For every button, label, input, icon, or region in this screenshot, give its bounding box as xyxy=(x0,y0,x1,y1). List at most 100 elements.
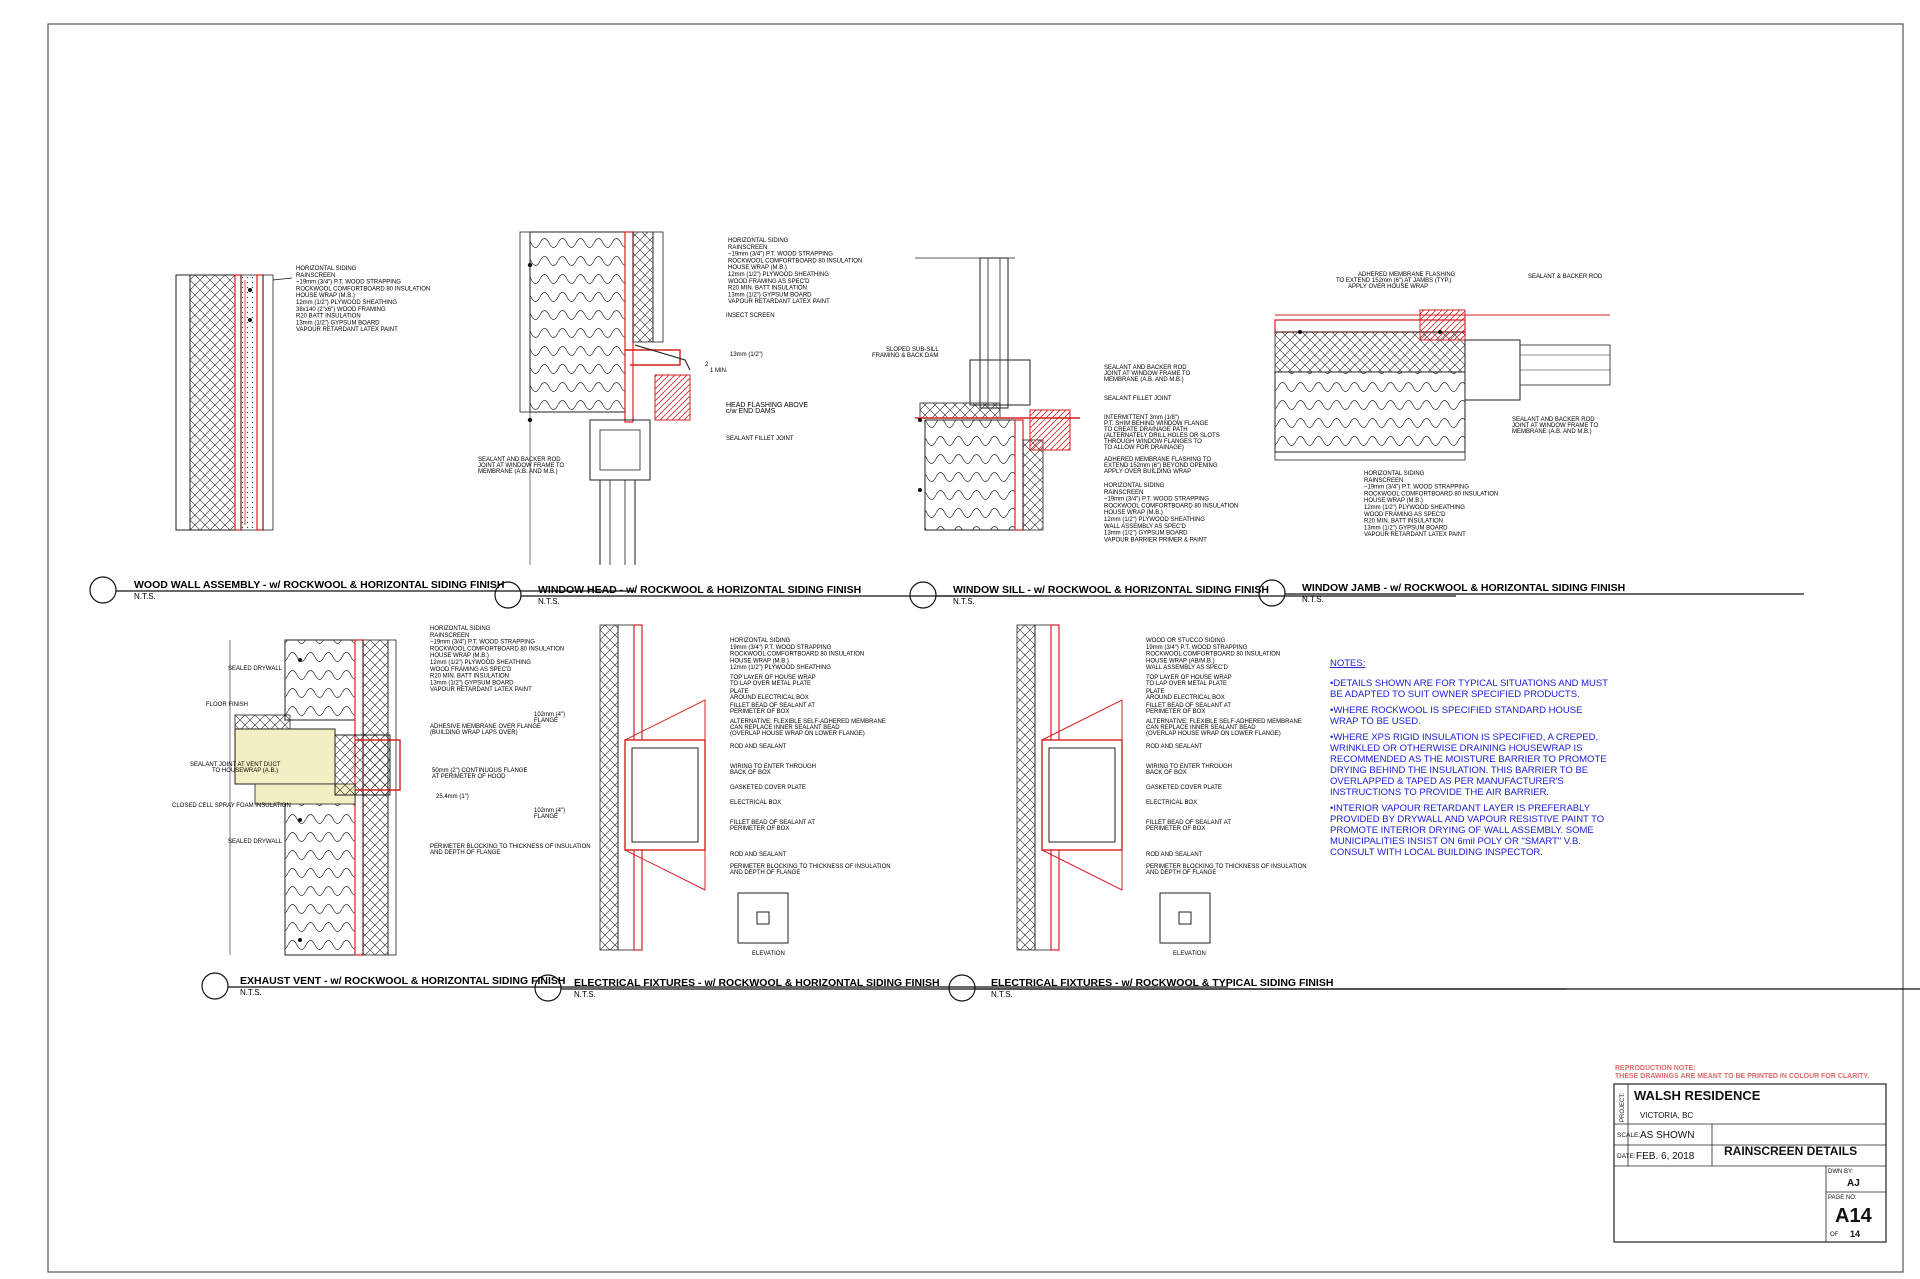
note-line: ROCKWOOL COMFORTBOARD 80 INSULATION xyxy=(430,646,564,652)
note-line: HOUSE WRAP (M.B.) xyxy=(296,293,355,299)
note-text: RECOMMENDED AS THE MOISTURE BARRIER TO P… xyxy=(1330,754,1607,765)
callout-label: EXTEND 152mm (6") BEYOND OPENING xyxy=(1104,463,1218,469)
note-line: 12mm (1/2") PLYWOOD SHEATHING xyxy=(1104,517,1205,523)
note-line: 19mm (3/4") P.T. WOOD STRAPPING xyxy=(1146,645,1248,651)
note-line: R20 BATT INSULATION xyxy=(296,314,361,320)
notes-heading: NOTES: xyxy=(1330,658,1365,669)
note-text: WRAP TO BE USED. xyxy=(1330,716,1421,727)
callout-label: AND DEPTH OF FLANGE xyxy=(1146,870,1216,876)
detail-scale: N.T.S. xyxy=(953,597,975,606)
callout-label: SEALANT AND BACKER ROD xyxy=(478,457,561,463)
callout-label: THROUGH WINDOW FLANGES TO xyxy=(1104,439,1202,445)
title-block: REPRODUCTION NOTE: THESE DRAWINGS ARE ME… xyxy=(1613,1065,1887,1243)
detail-title: ELECTRICAL FIXTURES - w/ ROCKWOOL & TYPI… xyxy=(991,977,1333,989)
callout-label: SEALED DRYWALL xyxy=(228,666,283,672)
detail-title: WINDOW JAMB - w/ ROCKWOOL & HORIZONTAL S… xyxy=(1302,582,1625,594)
note-line: WALL ASSEMBLY AS SPEC'D xyxy=(1146,665,1229,671)
callout-label: SLOPED SUB-SILL xyxy=(886,347,939,353)
note-line: 13mm (1/2") GYPSUM BOARD xyxy=(1104,531,1188,537)
callout-label: PERIMETER OF BOX xyxy=(1146,826,1205,832)
titleblock-repronote1: REPRODUCTION NOTE: xyxy=(1615,1065,1696,1072)
note-line: ROCKWOOL COMFORTBOARD 80 INSULATION xyxy=(296,286,430,292)
general-notes: NOTES: •DETAILS SHOWN ARE FOR TYPICAL SI… xyxy=(1330,658,1608,858)
callout-label: TOP LAYER OF HOUSE WRAP xyxy=(730,675,816,681)
detail-titles: WOOD WALL ASSEMBLY - w/ ROCKWOOL & HORIZ… xyxy=(89,576,1920,1002)
note-line: 12mm (1/2") PLYWOOD SHEATHING xyxy=(296,300,397,306)
detail-scale: N.T.S. xyxy=(574,990,596,999)
note-line: ~19mm (3/4") P.T. WOOD STRAPPING xyxy=(296,280,401,286)
note-text: •WHERE XPS RIGID INSULATION IS SPECIFIED… xyxy=(1330,732,1598,743)
callout-label: GASKETED COVER PLATE xyxy=(1146,785,1222,791)
callout-label: AT PERIMETER OF HOOD xyxy=(432,774,506,780)
titleblock-location: VICTORIA, BC xyxy=(1640,1111,1693,1120)
callout-label: GASKETED COVER PLATE xyxy=(730,785,806,791)
callout-label: 2 xyxy=(705,362,709,368)
note-text: PROMOTE INTERIOR DRYING OF WALL ASSEMBLY… xyxy=(1330,825,1594,836)
note-line: R20 MIN. BATT INSULATION xyxy=(1364,519,1443,525)
note-line: HORIZONTAL SIDING xyxy=(1104,483,1165,489)
sheet-border xyxy=(47,23,1904,1273)
callout-label: 25.4mm (1") xyxy=(436,794,469,800)
note-line: HOUSE WRAP (M.B.) xyxy=(730,658,789,664)
callout-label: FILLET BEAD OF SEALANT AT xyxy=(1146,703,1231,709)
note-line: VAPOUR RETARDANT LATEX PAINT xyxy=(728,299,830,305)
detail-title: ELECTRICAL FIXTURES - w/ ROCKWOOL & HORI… xyxy=(574,977,940,989)
titleblock-date: FEB. 6, 2018 xyxy=(1636,1151,1695,1162)
titleblock-scalelabel: SCALE: xyxy=(1617,1132,1640,1139)
detail-title: WINDOW SILL - w/ ROCKWOOL & HORIZONTAL S… xyxy=(953,584,1269,596)
callout-label: APPLY OVER BUILDING WRAP xyxy=(1104,469,1191,475)
callout-label: ADHERED MEMBRANE FLASHING TO xyxy=(1104,457,1211,463)
note-line: ~19mm (3/4") P.T. WOOD STRAPPING xyxy=(728,252,833,258)
note-line: 19mm (3/4") P.T. WOOD STRAPPING xyxy=(730,645,832,651)
detail-number-bubble xyxy=(534,974,562,1002)
callout-label: TO ALLOW FOR DRAINAGE) xyxy=(1104,445,1184,451)
note-line: 12mm (1/2") PLYWOOD SHEATHING xyxy=(728,272,829,278)
note-text: INSTRUCTIONS TO PROVIDE THE AIR BARRIER. xyxy=(1330,787,1549,798)
note-line: ROCKWOOL COMFORTBOARD 80 INSULATION xyxy=(728,258,862,264)
note-line: R20 MIN. BATT INSULATION xyxy=(430,674,509,680)
note-text: •INTERIOR VAPOUR RETARDANT LAYER IS PREF… xyxy=(1330,803,1591,814)
note-line: 38x140 (2"x6") WOOD FRAMING xyxy=(296,307,386,313)
detail-number-bubble xyxy=(494,581,522,609)
callout-label: 102mm (4") xyxy=(534,808,565,814)
note-line: VAPOUR RETARDANT LATEX PAINT xyxy=(296,327,398,333)
callout-label: AND DEPTH OF FLANGE xyxy=(430,850,500,856)
callout-label: ADHERED MEMBRANE FLASHING xyxy=(1358,272,1456,278)
detail-scale: N.T.S. xyxy=(991,990,1013,999)
detail-number-bubble xyxy=(909,581,937,609)
callout-label: FILLET BEAD OF SEALANT AT xyxy=(730,820,815,826)
elevation-label: ELEVATION xyxy=(752,951,785,957)
titleblock-oflabel: OF xyxy=(1830,1232,1839,1238)
callout-label: PERIMETER BLOCKING TO THICKNESS OF INSUL… xyxy=(430,844,591,850)
note-line: VAPOUR RETARDANT LATEX PAINT xyxy=(1364,532,1466,538)
note-line: ~19mm (3/4") P.T. WOOD STRAPPING xyxy=(1364,485,1469,491)
titleblock-projectlabel: PROJECT: xyxy=(1620,1093,1626,1122)
titleblock-page: A14 xyxy=(1835,1205,1873,1227)
note-line: WOOD FRAMING AS SPEC'D xyxy=(728,279,810,285)
callout-label: WIRING TO ENTER THROUGH xyxy=(1146,764,1232,770)
callout-label: ELECTRICAL BOX xyxy=(730,800,781,806)
callout-label: (ALTERNATELY DRILL HOLES OR SLOTS xyxy=(1104,433,1220,439)
callout-label: JOINT AT WINDOW FRAME TO xyxy=(478,463,564,469)
detail-title: EXHAUST VENT - w/ ROCKWOOL & HORIZONTAL … xyxy=(240,975,566,987)
detail-scale: N.T.S. xyxy=(240,988,262,997)
elevation-label: ELEVATION xyxy=(1173,951,1206,957)
note-line: 13mm (1/2") GYPSUM BOARD xyxy=(430,680,514,686)
callout-label: CLOSED CELL SPRAY FOAM INSULATION xyxy=(172,803,291,809)
detail-scale: N.T.S. xyxy=(1302,595,1324,604)
callout-label: 1 MIN. xyxy=(710,368,728,374)
note-line: WOOD OR STUCCO SIDING xyxy=(1146,638,1226,644)
detail-number-bubble xyxy=(89,576,117,604)
note-line: HORIZONTAL SIDING xyxy=(296,266,357,272)
note-line: HOUSE WRAP (M.B.) xyxy=(1104,510,1163,516)
titleblock-sheettitle: RAINSCREEN DETAILS xyxy=(1724,1144,1857,1158)
note-text: PROVIDED BY DRYWALL AND VAPOUR RESISTIVE… xyxy=(1330,814,1604,825)
callout-label: ADHESIVE MEMBRANE OVER FLANGE xyxy=(430,724,541,730)
note-text: •WHERE ROCKWOOL IS SPECIFIED STANDARD HO… xyxy=(1330,705,1582,716)
callout-label: PERIMETER OF BOX xyxy=(1146,709,1205,715)
note-line: 13mm (1/2") GYPSUM BOARD xyxy=(1364,525,1448,531)
note-line: HOUSE WRAP (M.B.) xyxy=(728,265,787,271)
note-line: R20 MIN. BATT INSULATION xyxy=(728,286,807,292)
